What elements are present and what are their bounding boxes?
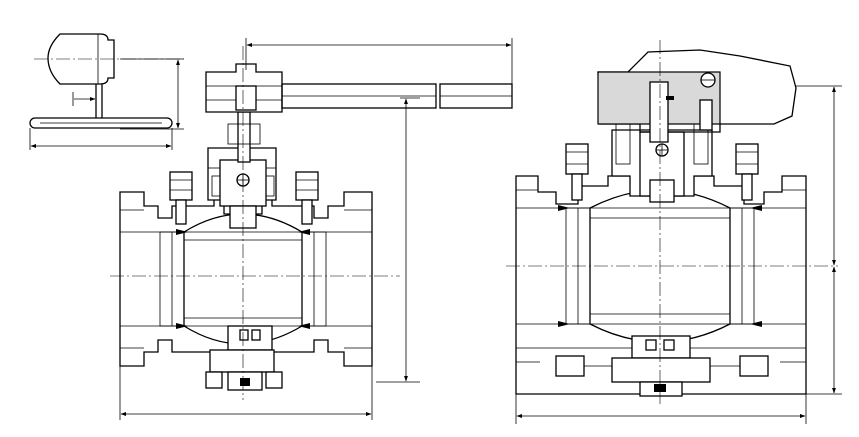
gear-valve-view xyxy=(506,40,842,424)
handwheel-plan-view xyxy=(29,33,184,150)
lever-valve-view xyxy=(110,38,513,420)
